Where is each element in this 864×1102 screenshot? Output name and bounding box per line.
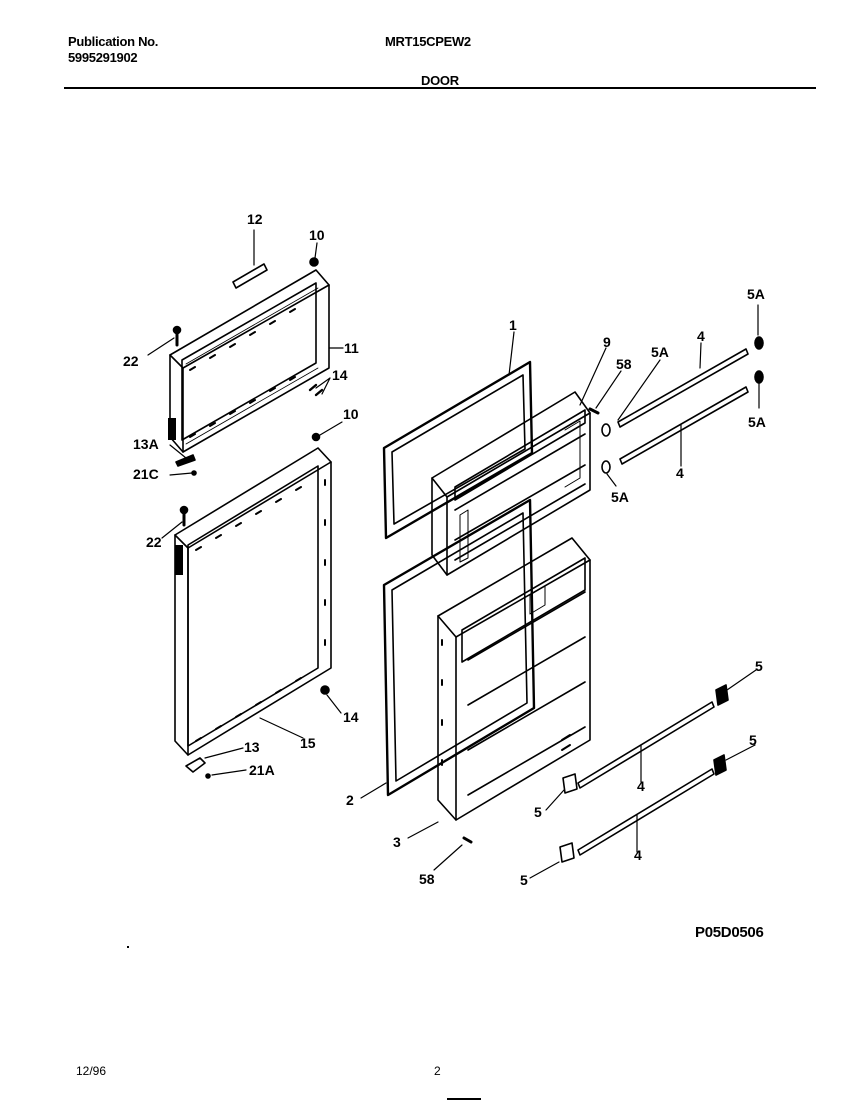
callout-10-upper: 10 [309, 227, 325, 243]
screw-head-22a [172, 325, 182, 335]
rail-end-5-upper-left [562, 773, 578, 794]
callout-3: 3 [393, 834, 401, 850]
rail-cap-5a-lower-right [754, 370, 764, 384]
callout-5a-top-right: 5A [747, 286, 765, 302]
callout-15: 15 [300, 735, 316, 751]
callout-14-upper: 14 [332, 367, 348, 383]
hinge-13a [175, 454, 196, 467]
header-rule [64, 87, 816, 89]
callout-58-lower: 58 [419, 871, 435, 887]
callout-2: 2 [346, 792, 354, 808]
callout-9: 9 [603, 334, 611, 350]
screw-58b [462, 836, 473, 844]
section-title: DOOR [421, 73, 459, 88]
callout-21a: 21A [249, 762, 275, 778]
callout-10-lower: 10 [343, 406, 359, 422]
callout-5a-right: 5A [748, 414, 766, 430]
callout-4-second: 4 [676, 465, 684, 481]
diagram-code: P05D0506 [695, 924, 764, 941]
callout-12: 12 [247, 211, 263, 227]
callout-5-bottom-left: 5 [520, 872, 528, 888]
rail-cap-5a-lower-left [601, 460, 611, 474]
fresh-food-door-gasket [382, 498, 536, 797]
callout-5-top-right: 5 [755, 658, 763, 674]
callout-5a-center-upper: 5A [651, 344, 669, 360]
screw-head-22b [179, 505, 189, 515]
callout-22-lower: 22 [146, 534, 162, 550]
freezer-door-assembly [431, 391, 591, 576]
hinge-pin-10a [309, 257, 319, 267]
callout-21c: 21C [133, 466, 159, 482]
door-handle-trim-12 [232, 263, 268, 289]
footer-date: 12/96 [76, 1064, 107, 1078]
plug-14a [308, 383, 324, 397]
rail-end-5-lower-left [559, 842, 575, 863]
callout-13a: 13A [133, 436, 159, 452]
callout-4-upper: 4 [697, 328, 705, 344]
freezer-shelf-rail-upper [617, 348, 749, 428]
page-number: 2 [434, 1064, 441, 1078]
callout-5-right: 5 [749, 732, 757, 748]
publication-number: 5995291902 [68, 50, 138, 65]
fresh-food-shelf-rail-upper [577, 701, 715, 789]
callout-5-left: 5 [534, 804, 542, 820]
footer-rule [447, 1098, 481, 1100]
freezer-shelf-rail-lower [619, 386, 749, 465]
callout-13: 13 [244, 739, 260, 755]
stray-mark [127, 946, 129, 948]
callout-22-upper: 22 [123, 353, 139, 369]
rail-cap-5a-upper-left [601, 423, 611, 437]
fresh-food-shelf-rail-lower [577, 768, 715, 856]
plug-14b [320, 685, 330, 695]
fresh-food-door-assembly [437, 537, 591, 821]
screw-58a [588, 407, 600, 415]
hinge-13 [185, 757, 206, 773]
callout-14-lower: 14 [343, 709, 359, 725]
screw-21a [205, 773, 211, 779]
callout-1: 1 [509, 317, 517, 333]
screw-21c [191, 470, 197, 476]
publication-label: Publication No. [68, 34, 159, 49]
model-number: MRT15CPEW2 [385, 34, 471, 49]
fresh-food-door-liner-frame [174, 447, 332, 756]
callout-labels: 12 10 11 14 22 13A 21C 10 22 14 15 13 21… [123, 211, 766, 888]
callout-4-bottom: 4 [634, 847, 642, 863]
rail-cap-5a-upper-right [754, 336, 764, 350]
freezer-door-liner-frame [168, 269, 330, 453]
callout-4-third: 4 [637, 778, 645, 794]
callout-11: 11 [344, 340, 359, 356]
rail-end-5-upper-right [715, 684, 729, 706]
leader-lines [147, 229, 760, 879]
freezer-door-gasket [382, 360, 534, 540]
rail-end-5-lower-right [713, 754, 727, 776]
callout-58-upper: 58 [616, 356, 632, 372]
callout-5a-lower-left: 5A [611, 489, 629, 505]
hinge-pin-10b [311, 432, 321, 442]
